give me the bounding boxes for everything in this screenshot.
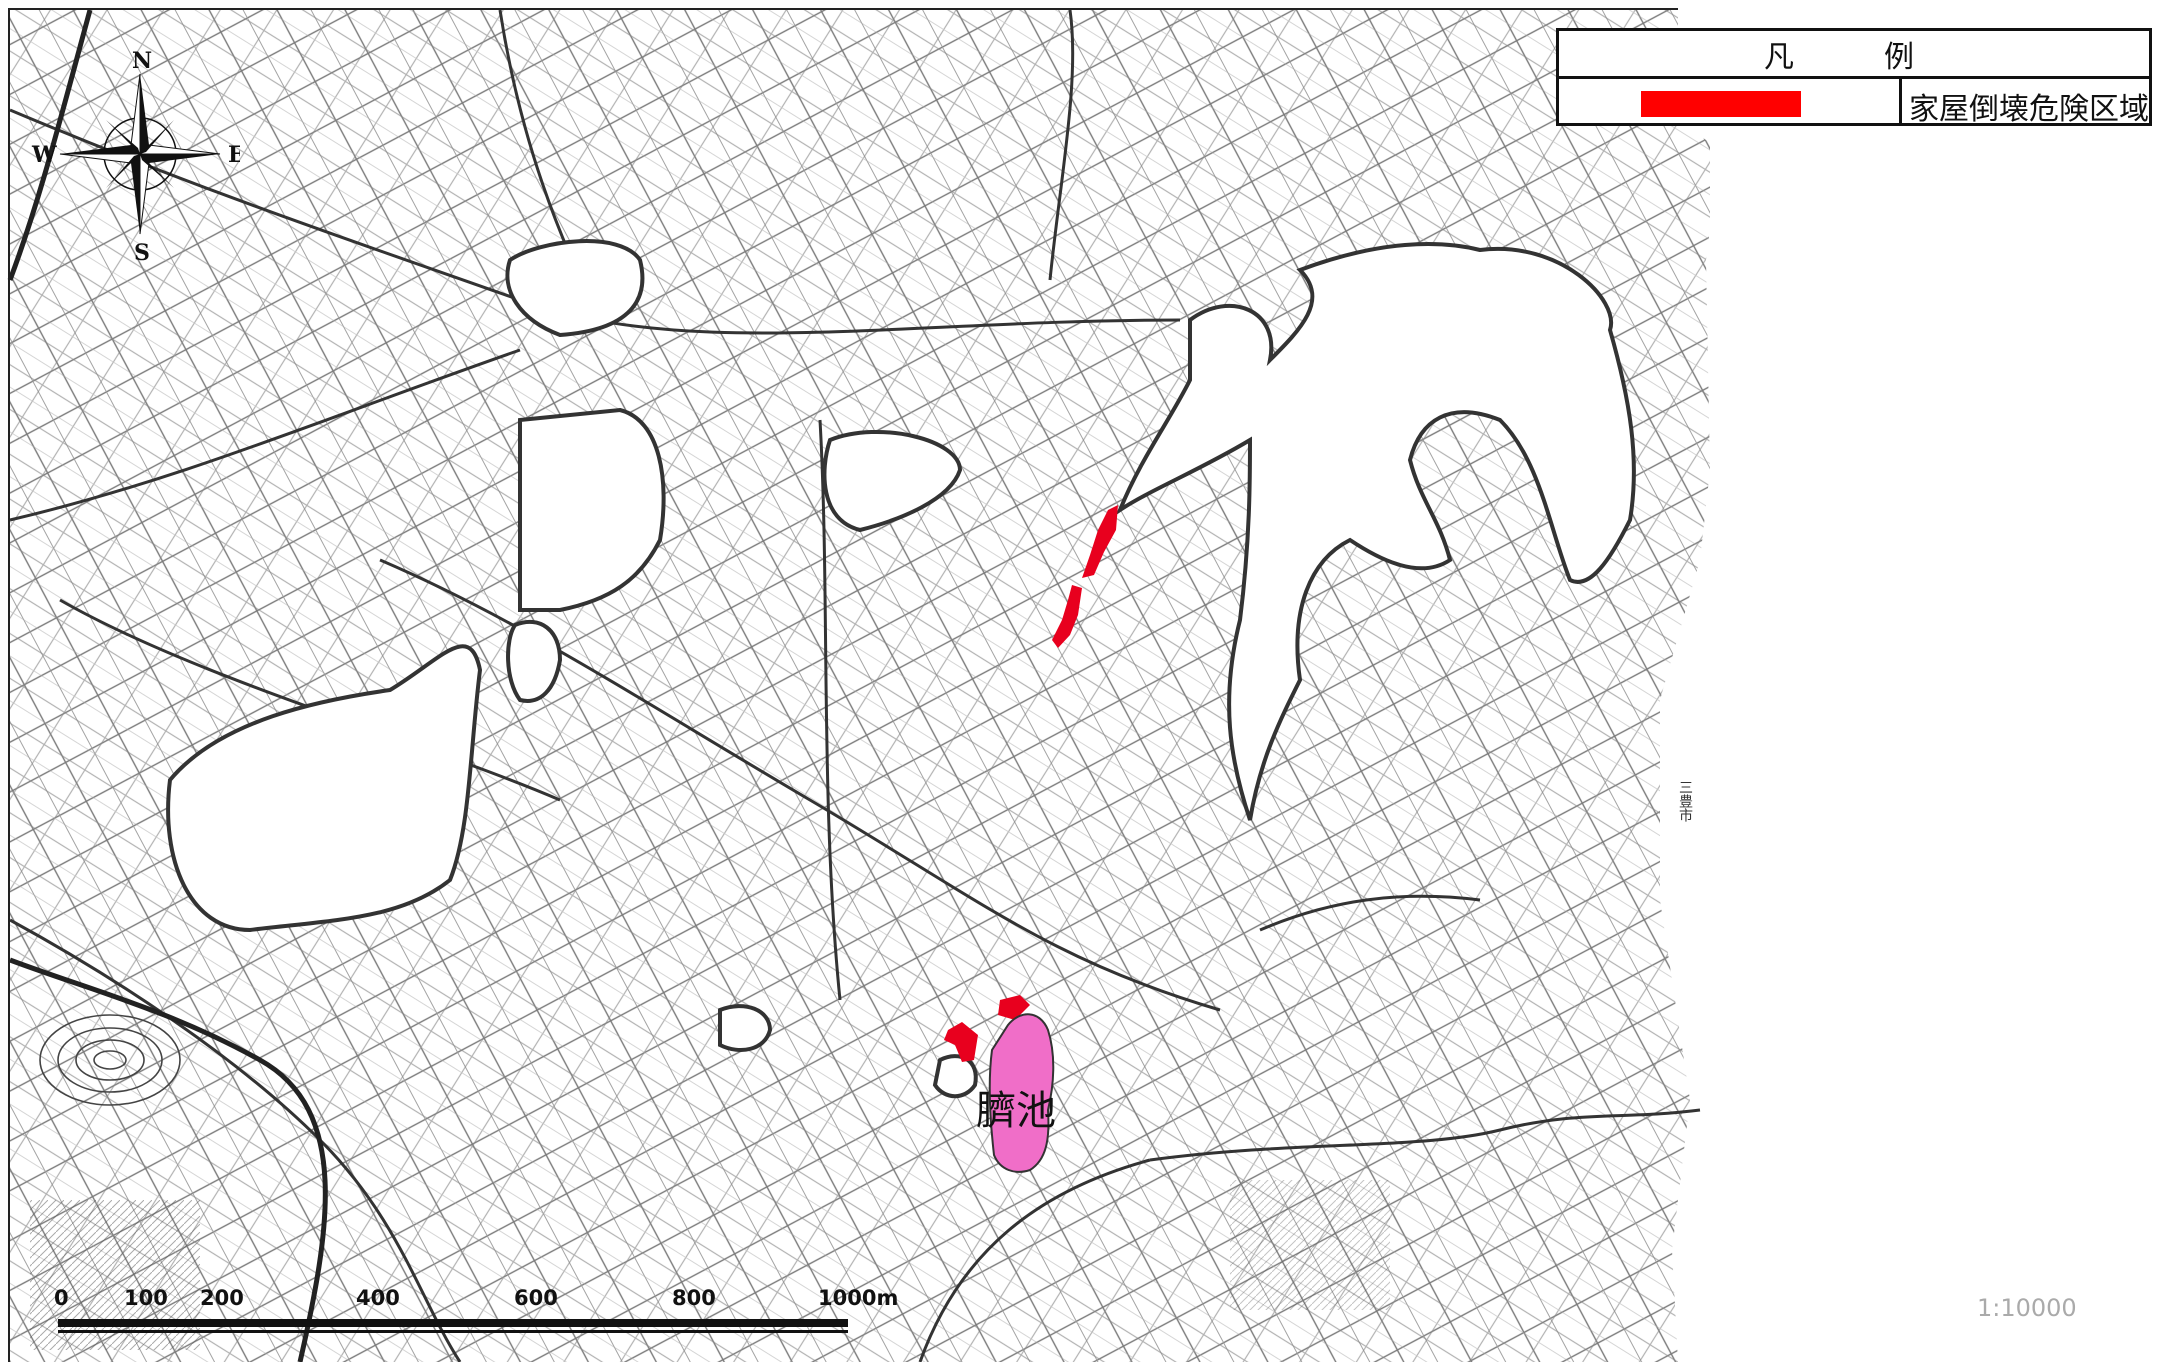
- scale-tick-label: 400: [356, 1286, 400, 1310]
- compass-south-label: S: [134, 240, 150, 262]
- scale-tick-label: 600: [514, 1286, 558, 1310]
- pond-label: 臍池: [976, 1088, 1056, 1134]
- legend-title: 凡 例: [1764, 39, 1944, 75]
- side-label: 三豊市: [1677, 780, 1693, 822]
- hill-contours: [39, 1014, 181, 1106]
- legend-header: 凡 例: [1559, 31, 2149, 79]
- scale-tick-label: 800: [672, 1286, 716, 1310]
- scale-tick-label: 100: [124, 1286, 168, 1310]
- scale-ratio: 1:10000: [1977, 1294, 2077, 1322]
- pond-east-large: [1115, 242, 1636, 821]
- pond-small-4: [718, 1004, 773, 1052]
- scale-tick-label: 0: [54, 1286, 69, 1310]
- pond-small-5: [932, 1054, 978, 1099]
- compass-north-label: N: [132, 48, 152, 74]
- pond-center-north: [518, 407, 666, 612]
- scale-tick-label: 1000m: [818, 1286, 899, 1310]
- legend-item-label: 家屋倒壊危険区域: [1909, 92, 2149, 127]
- heso-pond[interactable]: [988, 1013, 1055, 1173]
- legend: 凡 例 家屋倒壊危険区域: [1556, 28, 2152, 127]
- hazard-zone-west: [944, 1022, 978, 1062]
- scale-tick-label: 200: [200, 1286, 244, 1310]
- hazard-zone-near-pond: [998, 995, 1030, 1020]
- parcel-grid: [10, 10, 1710, 1362]
- compass-rose: N S E W: [31, 48, 240, 262]
- legend-row: 家屋倒壊危険区域: [1559, 79, 2149, 127]
- pond-small-3: [506, 619, 563, 703]
- legend-swatch-hazard: [1641, 91, 1801, 117]
- urban-block: [1230, 1180, 1390, 1310]
- scale-bar-graphic: [58, 1319, 848, 1333]
- railway: [7, 9, 328, 1362]
- hazard-zones: [944, 505, 1118, 1062]
- pond-large-west: [166, 644, 483, 933]
- ponds: [166, 239, 1636, 1099]
- pond-small-1: [505, 239, 645, 338]
- hazard-zone-north-strip: [1052, 585, 1082, 648]
- pond-small-2: [822, 430, 963, 533]
- compass-west-label: W: [31, 142, 57, 168]
- compass-east-label: E: [228, 142, 240, 168]
- legend-divider: [1899, 79, 1902, 123]
- hazard-zone-north-strip: [1082, 505, 1118, 578]
- urban-block: [30, 1200, 200, 1350]
